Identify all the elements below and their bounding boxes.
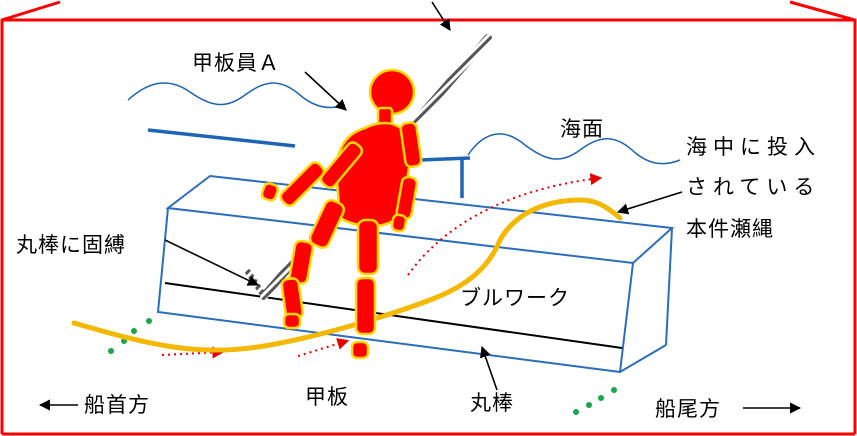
label-rope-in-sea-2: されている [686, 175, 821, 199]
label-bow-direction: 船首方 [84, 393, 150, 417]
label-tied-to-bar: 丸棒に固縛 [16, 233, 126, 257]
label-rope-in-sea-3: 本件瀬縄 [686, 217, 774, 241]
label-deck: 甲板 [305, 385, 349, 409]
label-round-bar: 丸棒 [470, 391, 514, 415]
label-sea-surface: 海面 [560, 117, 604, 141]
seine-rope [71, 197, 623, 353]
red-dotted-arrows [161, 173, 603, 359]
label-rope-in-sea-1: 海中に投入 [686, 135, 821, 159]
bulwark-box [156, 174, 675, 374]
sea-wave-left [127, 82, 346, 109]
green-dots [108, 318, 617, 415]
label-stern-direction: 船尾方 [655, 397, 721, 421]
sea-wave-right [467, 133, 681, 165]
rail-marks [147, 128, 471, 198]
crew-member-figure [260, 68, 423, 360]
label-crew-member: 甲板員Ａ [192, 51, 280, 75]
label-bulwark: ブルワーク [460, 286, 570, 310]
pointer-arrows [38, 1, 802, 414]
